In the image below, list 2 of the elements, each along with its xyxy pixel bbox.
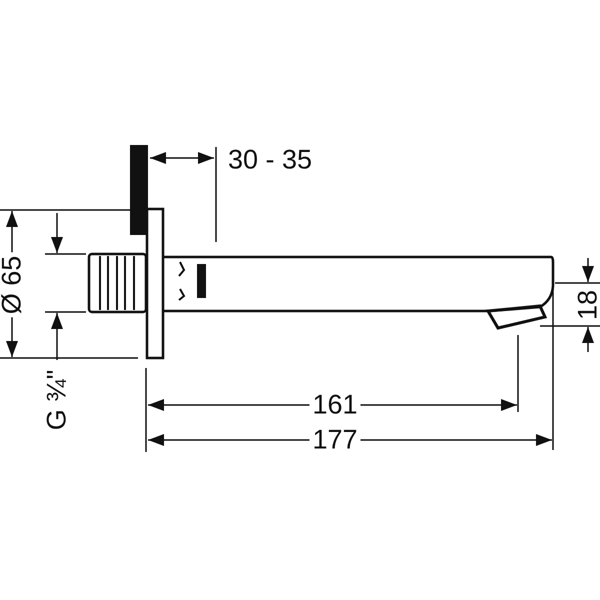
dimension-label: G ¾" — [44, 368, 70, 432]
dimension-label: 30 - 35 — [226, 146, 314, 174]
